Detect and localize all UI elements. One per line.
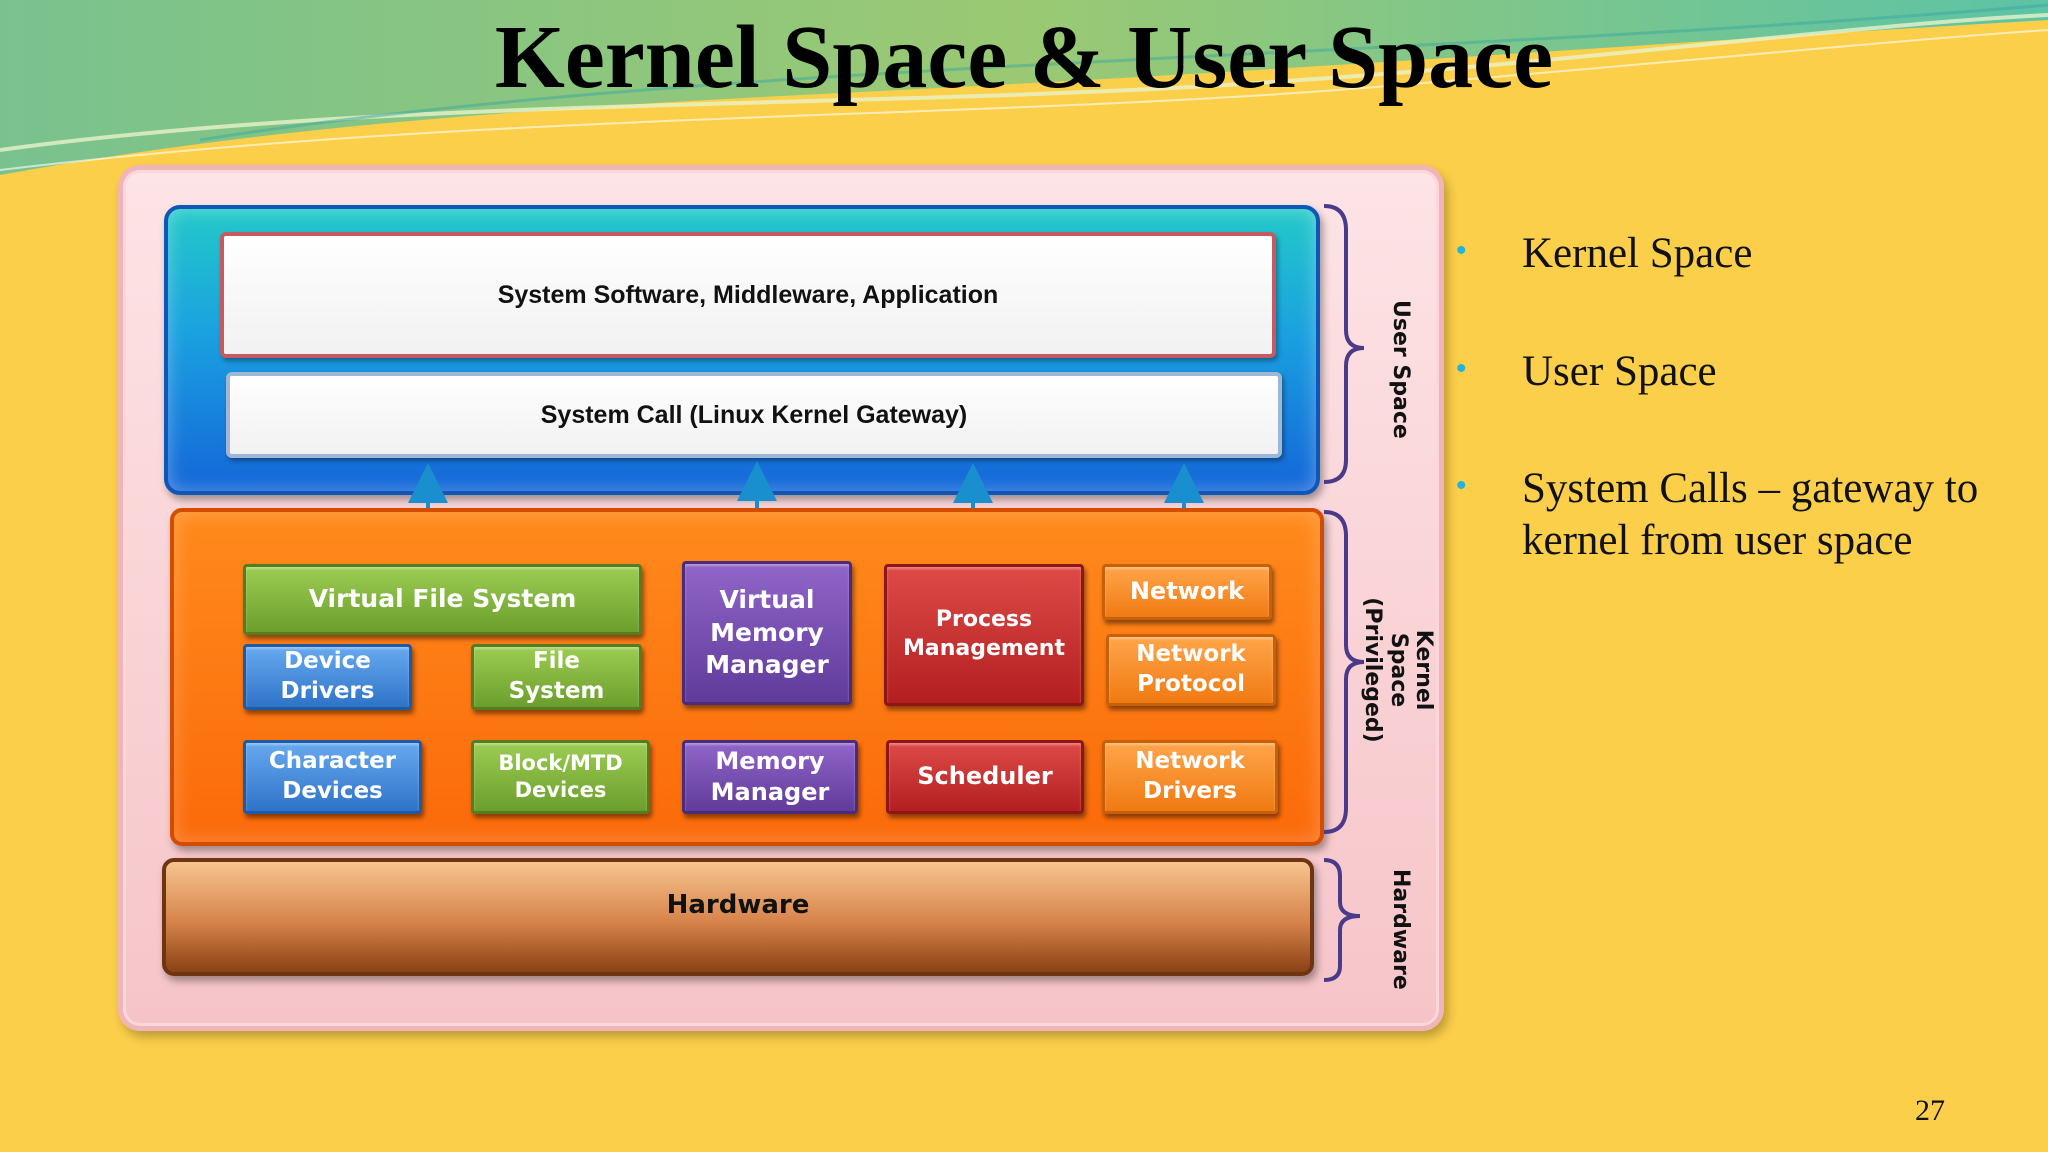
network-drivers-box: Network Drivers (1102, 740, 1278, 814)
hardware-brace (1323, 858, 1361, 982)
page-number: 27 (1915, 1094, 1945, 1127)
bullet-text: System Calls – gateway to kernel from us… (1522, 465, 1979, 564)
network-box: Network (1102, 564, 1272, 620)
process-management-box: Process Management (884, 564, 1084, 706)
virtual-memory-manager-box: Virtual Memory Manager (682, 561, 852, 705)
bullet-marker: • (1456, 469, 1467, 503)
memory-manager-box: Memory Manager (682, 740, 858, 814)
character-devices-box: Character Devices (243, 740, 422, 814)
bullet-item: • System Calls – gateway to kernel from … (1456, 463, 2016, 566)
file-system-box: File System (471, 644, 642, 710)
user-space-side-label: User Space (1388, 300, 1413, 439)
device-drivers-box: Device Drivers (243, 644, 412, 710)
hardware-panel: Hardware (162, 858, 1314, 976)
header-wave-decoration (0, 0, 2048, 175)
bullet-item: • User Space (1456, 346, 2016, 398)
bullet-item: • Kernel Space (1456, 228, 2016, 280)
slide-title: Kernel Space & User Space (494, 8, 1554, 107)
bullet-list: • Kernel Space • User Space • System Cal… (1456, 228, 2016, 632)
application-layer-box: System Software, Middleware, Application (220, 232, 1276, 358)
bullet-marker: • (1456, 351, 1467, 385)
user-space-brace (1323, 204, 1365, 484)
brace-group (1323, 204, 1365, 982)
bullet-text: Kernel Space (1522, 230, 1753, 277)
system-call-layer-box: System Call (Linux Kernel Gateway) (226, 372, 1282, 458)
kernel-space-brace (1323, 510, 1365, 834)
bullet-marker: • (1456, 234, 1467, 267)
kernel-space-side-label: Kernel Space (Privileged) (1360, 597, 1436, 743)
network-protocol-box: Network Protocol (1106, 634, 1276, 706)
scheduler-box: Scheduler (886, 740, 1084, 814)
virtual-file-system-box: Virtual File System (243, 564, 642, 635)
hardware-side-label: Hardware (1388, 869, 1413, 990)
block-mtd-devices-box: Block/MTD Devices (471, 740, 650, 814)
bullet-text: User Space (1522, 347, 1717, 395)
